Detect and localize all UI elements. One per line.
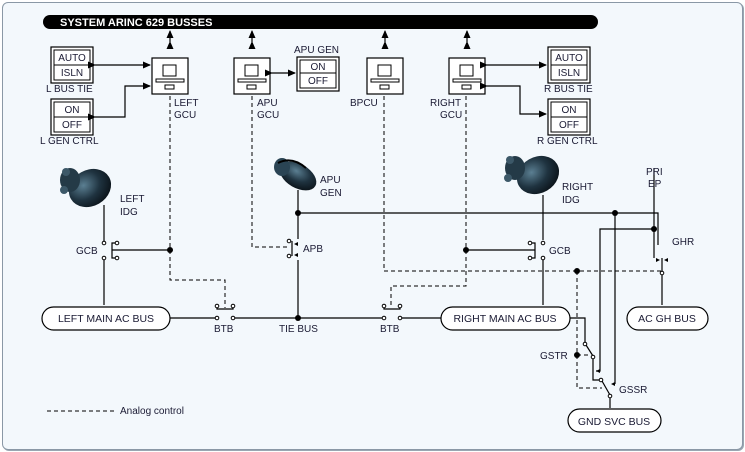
apu-generator: APU GEN <box>274 158 342 199</box>
r-bus-tie-auto: AUTO <box>555 53 583 64</box>
apu-gcu-label-1: APU <box>257 98 278 109</box>
apu-gen-label-1: APU <box>320 175 341 186</box>
right-gcb-label: GCB <box>549 246 571 257</box>
gnd-svc-bus-label: GND SVC BUS <box>578 416 650 428</box>
switch-links <box>88 61 547 121</box>
apu-gen-label-2: GEN <box>320 188 342 199</box>
apb-label: APB <box>303 244 323 255</box>
l-bus-tie-isln: ISLN <box>61 68 83 79</box>
arinc-bus-title: SYSTEM ARINC 629 BUSSES <box>60 17 212 29</box>
right-idg-label-2: IDG <box>562 195 580 206</box>
btb-right: BTB <box>380 303 403 335</box>
apb: APB <box>286 238 323 259</box>
right-main-ac-bus[interactable]: RIGHT MAIN AC BUS <box>440 306 571 331</box>
l-bus-tie-switch[interactable]: AUTO ISLN L BUS TIE <box>46 46 94 95</box>
gssr: GSSR <box>598 377 647 399</box>
tie-bus-label: TIE BUS <box>279 324 318 335</box>
arinc-links <box>166 30 471 49</box>
r-bus-tie-switch[interactable]: AUTO ISLN R BUS TIE <box>544 46 593 95</box>
legend: Analog control <box>47 406 184 417</box>
ac-gh-bus-label: AC GH BUS <box>638 313 696 325</box>
pri-ep-label-1: PRI <box>646 167 663 178</box>
left-main-ac-bus-label: LEFT MAIN AC BUS <box>58 313 154 325</box>
pri-ep-label-2: EP <box>648 179 662 190</box>
junction-dots <box>167 210 657 358</box>
apu-gcu: APU GCU <box>233 57 279 121</box>
left-main-ac-bus[interactable]: LEFT MAIN AC BUS <box>41 306 171 331</box>
ghr: GHR <box>656 237 694 276</box>
bpcu: BPCU <box>350 57 404 109</box>
apu-gen-on: ON <box>311 62 326 73</box>
l-bus-tie-auto: AUTO <box>58 53 86 64</box>
bpcu-label: BPCU <box>350 98 378 109</box>
l-bus-tie-label: L BUS TIE <box>46 84 93 95</box>
gnd-svc-bus[interactable]: GND SVC BUS <box>567 408 662 433</box>
right-gcu-label-1: RIGHT <box>430 98 461 109</box>
r-bus-tie-isln: ISLN <box>558 68 580 79</box>
arinc-bus-bar: SYSTEM ARINC 629 BUSSES <box>43 15 598 29</box>
l-gen-ctrl-label: L GEN CTRL <box>40 136 99 147</box>
right-gcu: RIGHT GCU <box>430 57 486 121</box>
left-gcb: GCB <box>76 240 120 261</box>
l-gen-ctrl-switch[interactable]: ON OFF L GEN CTRL <box>40 98 99 147</box>
analog-control-lines <box>169 96 662 389</box>
r-gen-ctrl-on: ON <box>562 105 577 116</box>
r-gen-ctrl-switch[interactable]: ON OFF R GEN CTRL <box>537 98 598 147</box>
gstr: GSTR <box>540 341 600 373</box>
left-idg-label-1: LEFT <box>120 194 144 205</box>
apu-gcu-label-2: GCU <box>257 110 279 121</box>
r-gen-ctrl-off: OFF <box>559 120 579 131</box>
right-idg-icon <box>504 155 560 195</box>
btb-left-label: BTB <box>214 324 234 335</box>
r-bus-tie-label: R BUS TIE <box>544 84 593 95</box>
l-gen-ctrl-on: ON <box>65 105 80 116</box>
l-gen-ctrl-off: OFF <box>62 120 82 131</box>
apu-gen-icon <box>274 158 317 191</box>
btb-left: BTB <box>214 303 236 335</box>
right-idg: RIGHT IDG <box>504 155 593 206</box>
right-idg-label-1: RIGHT <box>562 182 593 193</box>
pri-ep: PRI EP <box>646 167 663 190</box>
right-main-ac-bus-label: RIGHT MAIN AC BUS <box>453 313 556 325</box>
apu-gen-switch[interactable]: ON OFF APU GEN <box>294 45 340 92</box>
r-gen-ctrl-label: R GEN CTRL <box>537 136 598 147</box>
left-gcu-label-1: LEFT <box>174 98 198 109</box>
left-gcu: LEFT GCU <box>151 57 198 121</box>
btb-right-label: BTB <box>380 324 400 335</box>
legend-analog-control: Analog control <box>120 406 184 417</box>
right-gcb: GCB <box>527 240 571 261</box>
gssr-label: GSSR <box>619 385 647 396</box>
apu-gen-switch-label: APU GEN <box>294 45 339 56</box>
left-idg-label-2: IDG <box>120 207 138 218</box>
gstr-label: GSTR <box>540 351 568 362</box>
right-gcu-label-2: GCU <box>440 110 462 121</box>
left-gcu-label-2: GCU <box>174 110 196 121</box>
ac-gh-bus[interactable]: AC GH BUS <box>626 306 709 331</box>
left-idg: LEFT IDG <box>60 168 144 218</box>
left-idg-icon <box>60 168 112 208</box>
left-gcb-label: GCB <box>76 246 98 257</box>
apu-gen-off: OFF <box>308 76 328 87</box>
ghr-label: GHR <box>672 237 694 248</box>
